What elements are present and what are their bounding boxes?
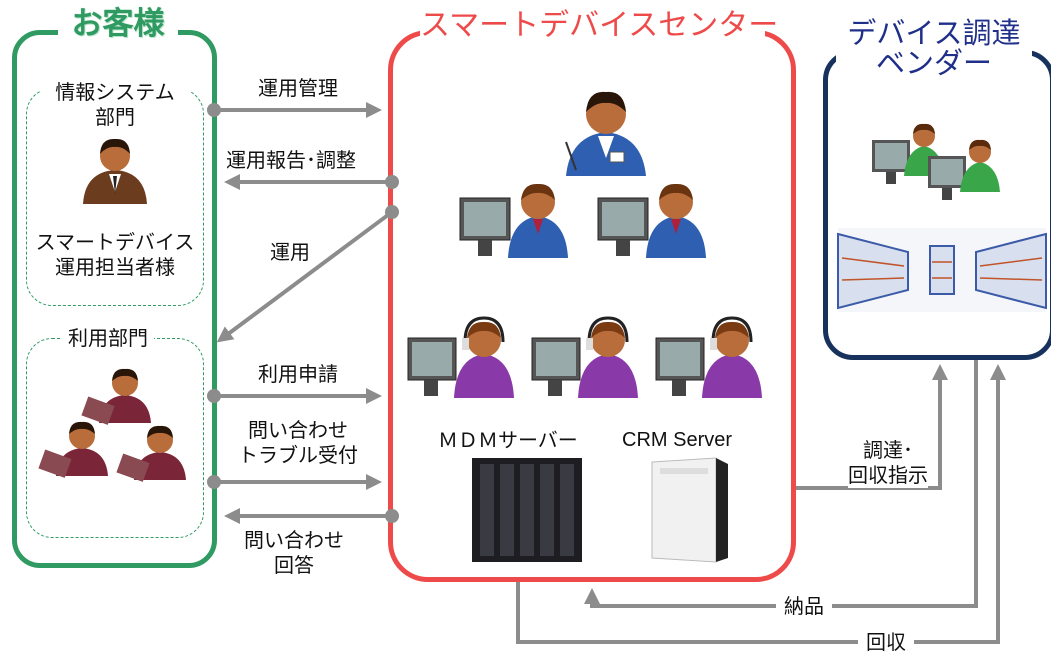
operation-label: 運用 <box>270 240 310 264</box>
manager-icon <box>565 91 646 176</box>
collection-label: 回収 <box>858 630 914 655</box>
user-person-icon <box>38 368 186 482</box>
usage-request-label: 利用申請 <box>258 362 338 387</box>
crm-server-label: CRM Server <box>622 429 733 451</box>
operator-icon <box>459 183 706 258</box>
customer-title: お客様 <box>58 8 178 41</box>
vendor-staff-icon <box>872 123 1000 200</box>
mdm-server-label: ＭＤＭサーバー <box>438 428 578 452</box>
mdm-server-icon <box>472 458 582 562</box>
procure-instruction-label: 調達･ 回収指示 <box>848 438 928 488</box>
vendor-title: デバイス調達 ベンダー <box>836 18 1032 79</box>
it-department-title: 情報システム 部門 <box>40 80 190 130</box>
delivery-label: 納品 <box>776 594 832 619</box>
user-department-title: 利用部門 <box>62 326 154 351</box>
inquiry-trouble-label: 問い合わせ トラブル受付 <box>238 418 358 467</box>
it-person-icon <box>83 138 147 204</box>
crm-server-icon <box>651 457 728 563</box>
inquiry-answer-label: 問い合わせ 回答 <box>244 528 344 577</box>
operation-arrow <box>216 210 394 343</box>
support-agent-icon <box>407 316 762 398</box>
warehouse-icon <box>837 228 1047 312</box>
center-title: スマートデバイスセンター <box>420 8 779 43</box>
ops-management-label: 運用管理 <box>258 76 338 101</box>
it-person-label: スマートデバイス 運用担当者様 <box>35 230 195 279</box>
collection-arrow <box>516 364 1006 644</box>
ops-report-label: 運用報告･調整 <box>226 148 356 173</box>
procure-instruction-arrow <box>796 364 948 490</box>
